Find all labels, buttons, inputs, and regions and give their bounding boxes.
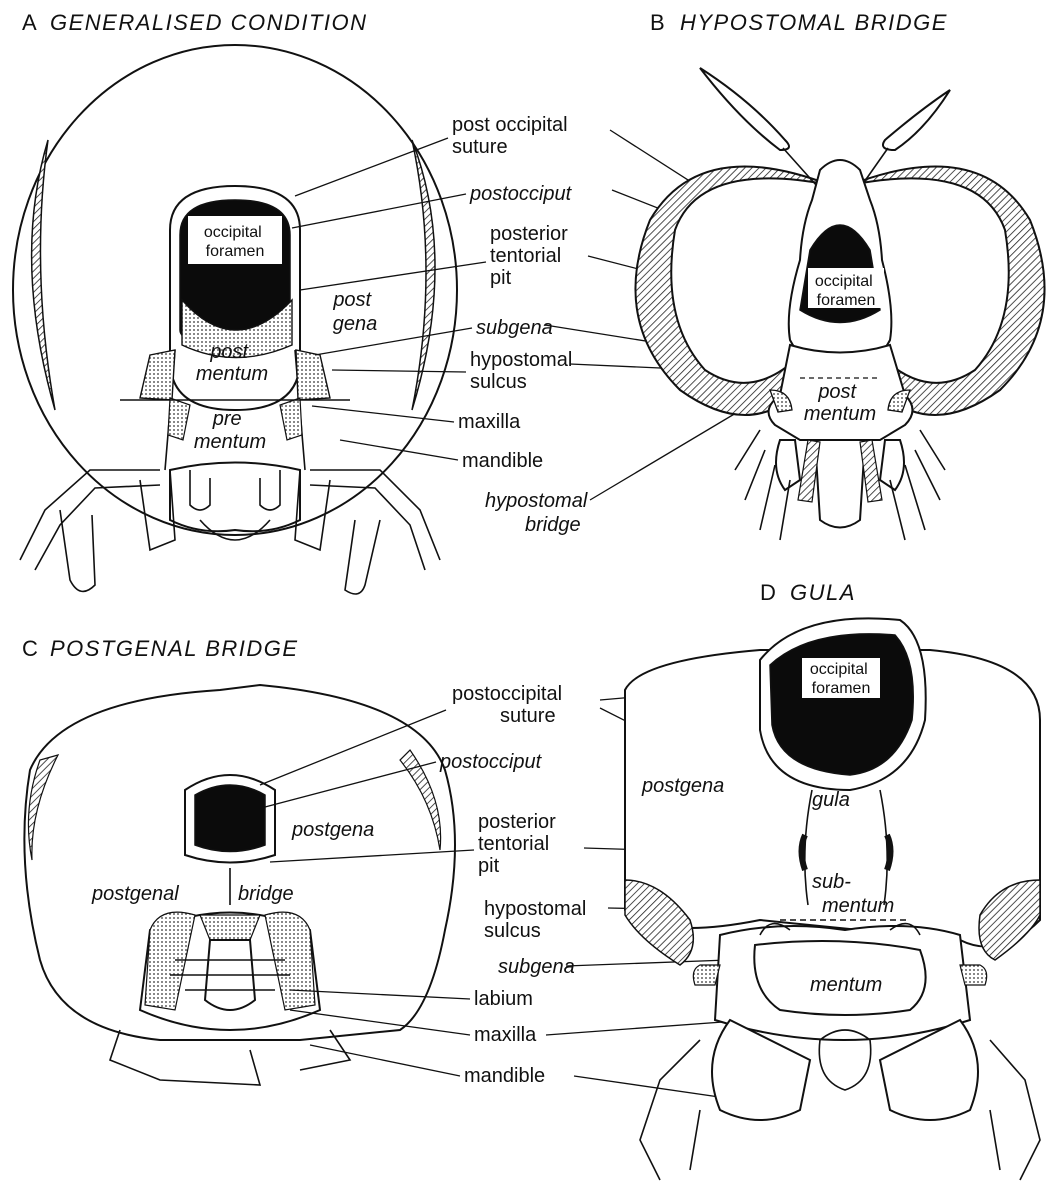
panel-c-hs-line1: hypostomal bbox=[484, 898, 586, 920]
panel-a-postocciput-label: postocciput bbox=[469, 183, 573, 205]
panel-d-occipital-line2: foramen bbox=[812, 680, 871, 697]
panel-c-heading: C POSTGENAL BRIDGE bbox=[22, 636, 299, 661]
panel-b-title: HYPOSTOMAL BRIDGE bbox=[680, 10, 948, 35]
panel-c-bridge-label: bridge bbox=[238, 883, 294, 905]
panel-a-drawing bbox=[13, 45, 457, 594]
panel-a-post-occipital-suture-label: post occipital suture bbox=[452, 114, 573, 158]
panel-c-mandible-label: mandible bbox=[464, 1065, 545, 1087]
panel-a-postmentum-line1: post bbox=[209, 341, 249, 363]
panel-c-labium-label: labium bbox=[474, 988, 533, 1010]
panel-c-ptp-line1: posterior bbox=[478, 811, 556, 833]
panel-c-maxilla-label: maxilla bbox=[474, 1024, 537, 1046]
panel-d-submentum-line1: sub- bbox=[812, 871, 851, 893]
panel-c-ptp-line3: pit bbox=[478, 855, 500, 877]
panel-c-pos-line1: postoccipital bbox=[452, 683, 562, 705]
panel-c-hs-line2: sulcus bbox=[484, 920, 541, 942]
panel-d-palp-segments bbox=[690, 1110, 1000, 1170]
panel-c-pos-line2: suture bbox=[500, 705, 556, 727]
panel-b-occipital-line1: occipital bbox=[815, 273, 873, 290]
panel-a-ptp-line1: posterior bbox=[490, 223, 568, 245]
panel-c-hypostomal-sulcus-label: hypostomal sulcus bbox=[484, 898, 592, 942]
panel-b-right-antenna bbox=[883, 90, 950, 150]
panel-b-labium bbox=[815, 440, 865, 528]
panel-a-prementum-line1: pre bbox=[212, 408, 242, 430]
panel-a-postmentum-line2: mentum bbox=[196, 363, 268, 385]
panel-a-heading: A GENERALISED CONDITION bbox=[22, 10, 368, 35]
panel-a-title: GENERALISED CONDITION bbox=[50, 10, 368, 35]
panel-c-postoccipital-suture-label: postoccipital suture bbox=[452, 683, 568, 727]
panel-a-mandible-label: mandible bbox=[462, 450, 543, 472]
panel-a-occipital-label-line2: foramen bbox=[206, 243, 265, 260]
panel-c-occipital-foramen bbox=[195, 785, 265, 852]
panel-d-postgena-label: postgena bbox=[641, 775, 724, 797]
panel-d-submentum-line2: mentum bbox=[822, 895, 894, 917]
panel-a-postgena-line1: post bbox=[332, 289, 372, 311]
panel-d-occipital-foramen bbox=[770, 634, 913, 775]
panel-d-mentum-label: mentum bbox=[810, 974, 882, 996]
panel-d-occipital-line1: occipital bbox=[810, 661, 868, 678]
panel-c-ptp-line2: tentorial bbox=[478, 833, 549, 855]
panel-c-subgena-label: subgena bbox=[498, 956, 575, 978]
panel-a-hs-line1: hypostomal bbox=[470, 349, 572, 371]
panel-b-postmentum-line2: mentum bbox=[804, 403, 876, 425]
panel-c-letter: C bbox=[22, 636, 38, 661]
panel-a-postgena-line2: gena bbox=[333, 313, 378, 335]
panel-a-ptp-line2: tentorial bbox=[490, 245, 561, 267]
panel-a-hb-line2: bridge bbox=[525, 514, 581, 536]
panel-c-title: POSTGENAL BRIDGE bbox=[50, 636, 299, 661]
panel-b-heading: B HYPOSTOMAL BRIDGE bbox=[650, 10, 948, 35]
panel-a-subgena-label: subgena bbox=[476, 317, 553, 339]
panel-c-posterior-tentorial-pit-label: posterior tentorial pit bbox=[478, 811, 561, 877]
panel-d-title: GULA bbox=[790, 580, 856, 605]
panel-a-hypostomal-bridge-label: hypostomal bridge bbox=[485, 490, 593, 536]
panel-a-occipital-label-line1: occipital bbox=[204, 224, 262, 241]
panel-a-letter: A bbox=[22, 10, 37, 35]
panel-a-hypostomal-sulcus-label: hypostomal sulcus bbox=[470, 349, 578, 393]
panel-d-heading: D GULA bbox=[760, 580, 856, 605]
panel-c-postgenal-label: postgenal bbox=[91, 883, 179, 905]
panel-b-postmentum-line1: post bbox=[817, 381, 857, 403]
panel-a-posterior-tentorial-pit-label: posterior tentorial pit bbox=[490, 223, 573, 289]
panel-a-pos-line1: post occipital bbox=[452, 114, 568, 136]
leader-c-mandible bbox=[310, 1045, 460, 1076]
panel-b-letter: B bbox=[650, 10, 665, 35]
panel-a-hb-line1: hypostomal bbox=[485, 490, 588, 512]
panel-b-occipital-line2: foramen bbox=[817, 292, 876, 309]
panel-d-letter: D bbox=[760, 580, 776, 605]
panel-d-gula-label: gula bbox=[812, 789, 850, 811]
panel-c-postgena-label: postgena bbox=[291, 819, 374, 841]
panel-c-submentum bbox=[200, 915, 260, 940]
panel-c-postocciput-label: postocciput bbox=[439, 751, 543, 773]
panel-a-ptp-line3: pit bbox=[490, 267, 512, 289]
panel-a-hs-line2: sulcus bbox=[470, 371, 527, 393]
panel-a-maxilla-label: maxilla bbox=[458, 411, 521, 433]
panel-a-pos-line2: suture bbox=[452, 136, 508, 158]
panel-a-prementum-line2: mentum bbox=[194, 431, 266, 453]
panel-b-left-antenna bbox=[700, 68, 789, 150]
